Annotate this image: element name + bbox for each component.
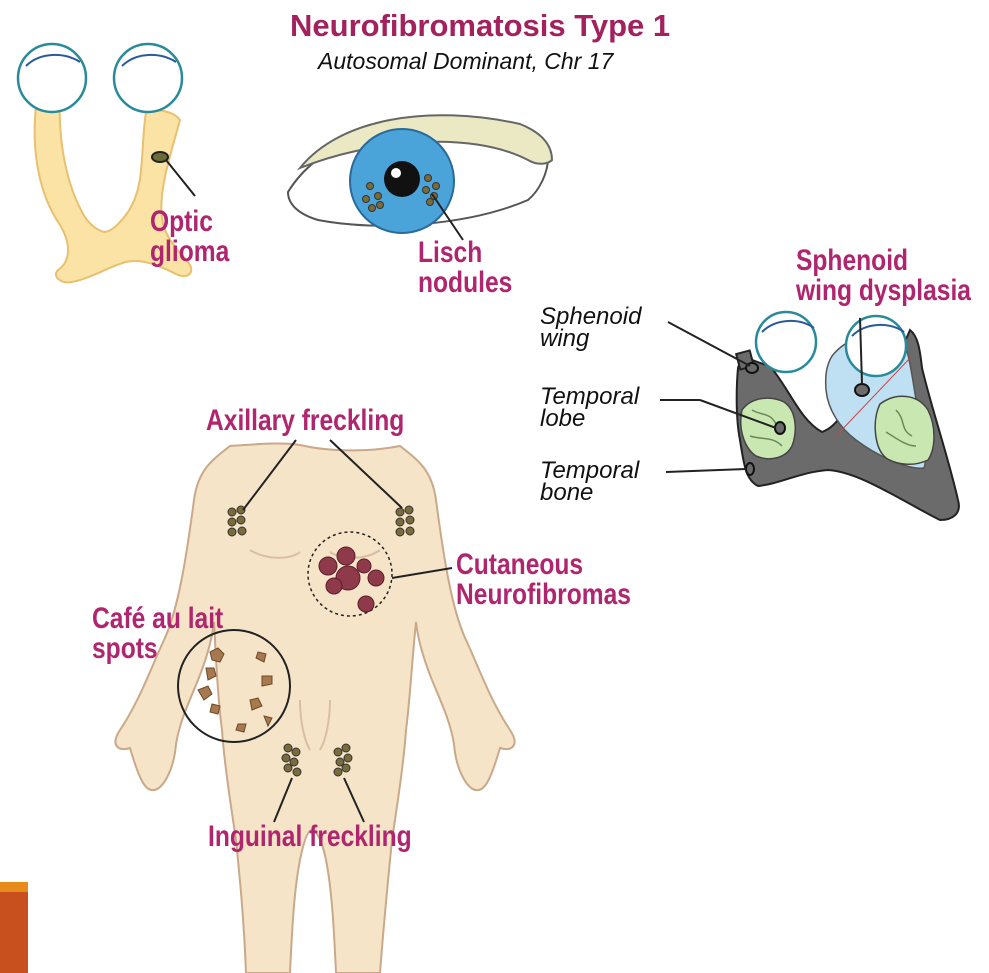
pupil <box>384 161 420 197</box>
body-figure <box>115 440 514 973</box>
page-subtitle: Autosomal Dominant, Chr 17 <box>318 48 613 75</box>
label-axillary-freckling: Axillary freckling <box>206 406 404 436</box>
label-sphenoid-wing-dysplasia: Sphenoid wing dysplasia <box>796 246 971 306</box>
label-optic-glioma: Optic glioma <box>150 207 229 267</box>
label-sphenoid-wing: Sphenoid wing <box>540 306 641 350</box>
label-cutaneous-neurofibromas: Cutaneous Neurofibromas <box>456 550 631 610</box>
corner-accent-bar <box>0 882 28 973</box>
page-title: Neurofibromatosis Type 1 <box>290 8 670 44</box>
label-temporal-bone: Temporal bone <box>540 460 639 504</box>
torso-silhouette <box>115 443 514 973</box>
label-lisch-nodules: Lisch nodules <box>418 238 512 298</box>
skull-diagram <box>660 312 959 520</box>
label-temporal-lobe: Temporal lobe <box>540 386 639 430</box>
herniated-temporal-lobe <box>875 396 934 464</box>
label-inguinal-freckling: Inguinal freckling <box>208 822 412 852</box>
label-cafe-au-lait-spots: Café au lait spots <box>92 604 223 664</box>
left-temporal-lobe <box>741 398 796 459</box>
eye-lisch-nodules <box>288 115 552 240</box>
